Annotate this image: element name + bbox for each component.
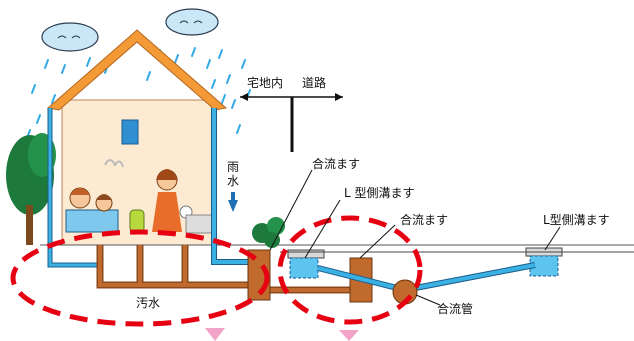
label-combined-pipe: 合流管 bbox=[437, 302, 474, 316]
label-l-gutter-2: L型側溝ます bbox=[543, 213, 610, 227]
label-rain-water: 雨水 bbox=[226, 160, 239, 188]
label-road: 道路 bbox=[302, 76, 327, 90]
label-combined-basin-1: 合流ます bbox=[312, 157, 361, 171]
label-l-gutter-1: L 型側溝ます bbox=[344, 186, 415, 200]
cloud-icon bbox=[41, 22, 99, 52]
tree-icon bbox=[252, 217, 285, 248]
family-icon bbox=[65, 159, 213, 234]
boundary-sign-icon bbox=[240, 93, 343, 152]
label-residential: 宅地内 bbox=[247, 76, 284, 90]
label-sewage: 汚水 bbox=[136, 296, 161, 310]
l-gutter bbox=[280, 247, 634, 279]
cloud-icon bbox=[165, 8, 219, 36]
label-combined-basin-2: 合流ます bbox=[400, 213, 449, 227]
